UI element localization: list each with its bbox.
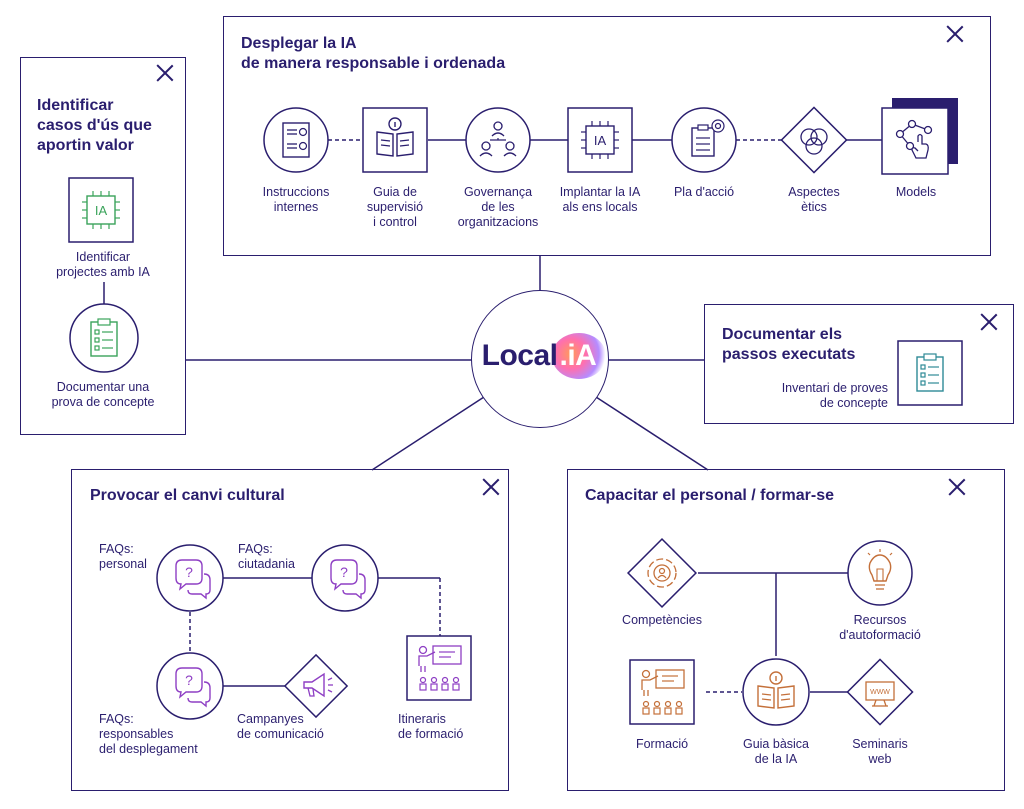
faq-citizens-mark: ? — [340, 564, 348, 580]
label-identify-projects: Identificar projectes amb IA — [56, 250, 150, 279]
panel-culture — [71, 469, 509, 791]
connectors — [103, 139, 882, 693]
panel-deploy-icons: IA — [263, 98, 958, 175]
label-training-paths: Itineraris de formació — [398, 712, 464, 741]
close-deploy-button[interactable] — [946, 25, 964, 43]
local-ia-logo: Local.iA — [471, 290, 609, 428]
label-governance: Governança de les organitzacions — [457, 185, 539, 229]
lightbulb-icon — [847, 540, 913, 606]
label-faq-personal: FAQs: personal — [99, 542, 147, 571]
label-faq-managers: FAQs: responsables del desplegament — [99, 712, 198, 756]
action-plan-icon — [671, 107, 737, 173]
clipboard-teal-icon — [897, 340, 963, 406]
connector-logo-culture — [371, 396, 485, 471]
faq-personal-mark: ? — [185, 564, 193, 580]
label-webinars: Seminaris web — [852, 737, 908, 766]
competencies-icon — [626, 537, 698, 609]
label-campaigns: Campanyes de comunicació — [237, 712, 324, 741]
faq-managers-icon: ? — [156, 652, 224, 720]
panel-train-icons: WWW — [626, 537, 914, 726]
label-supervision-guide: Guia de supervisió i control — [366, 185, 424, 229]
ai-chip-green-label: IA — [95, 203, 108, 218]
panel-train — [567, 469, 1005, 791]
basic-guide-icon — [742, 658, 810, 726]
webinar-icon: WWW — [846, 658, 914, 726]
label-poc-inventory: Inventari de proves de concepte — [781, 381, 888, 410]
label-competencies: Competències — [622, 613, 702, 627]
panel-culture-icons: ? ? ? — [156, 544, 472, 720]
megaphone-icon — [283, 653, 349, 719]
label-models: Models — [895, 185, 937, 199]
models-icon — [881, 98, 958, 175]
guide-book-icon — [362, 107, 428, 173]
panel-identify-icons: IA — [68, 177, 139, 373]
connector-logo-train — [595, 396, 709, 471]
governance-icon — [465, 107, 531, 173]
train-title: Capacitar el personal / formar-se — [585, 487, 834, 504]
culture-title: Provocar el canvi cultural — [90, 487, 285, 504]
teaching-icon — [629, 659, 695, 725]
ai-chip-green-icon: IA — [68, 177, 134, 243]
identify-title: Identificar casos d'ús que aportin valor — [37, 97, 152, 154]
training-path-icon — [406, 635, 472, 701]
faq-managers-mark: ? — [185, 672, 193, 688]
ethics-diamond-icon — [780, 106, 848, 174]
logo-accent: .iA — [551, 333, 607, 379]
label-self-training: Recursos d'autoformació — [839, 613, 921, 642]
logo-main: Local — [481, 339, 558, 372]
close-document-button[interactable] — [980, 313, 998, 331]
label-implement-ai: Implantar la IA als ens locals — [559, 185, 641, 214]
label-instructions: Instruccions internes — [262, 185, 330, 214]
instructions-icon — [263, 107, 329, 173]
label-training: Formació — [635, 737, 689, 751]
close-train-button[interactable] — [948, 478, 966, 496]
deploy-title: Desplegar la IA de manera responsable i … — [241, 35, 506, 72]
close-identify-button[interactable] — [156, 64, 174, 82]
label-faq-citizens: FAQs: ciutadania — [238, 542, 295, 571]
label-document-poc: Documentar una prova de concepte — [51, 380, 155, 409]
faq-personal-icon: ? — [156, 544, 224, 612]
faq-citizens-icon: ? — [311, 544, 379, 612]
label-basic-guide: Guia bàsica de la IA — [742, 737, 809, 766]
label-ethics: Aspectes ètics — [788, 185, 840, 214]
ai-chip-icon: IA — [567, 107, 633, 173]
ai-chip-label: IA — [594, 133, 607, 148]
webinar-label: WWW — [870, 689, 890, 696]
clipboard-green-icon — [69, 303, 139, 373]
close-culture-button[interactable] — [482, 478, 500, 496]
label-action-plan: Pla d'acció — [673, 185, 735, 199]
document-title: Documentar els passos executats — [722, 326, 856, 363]
